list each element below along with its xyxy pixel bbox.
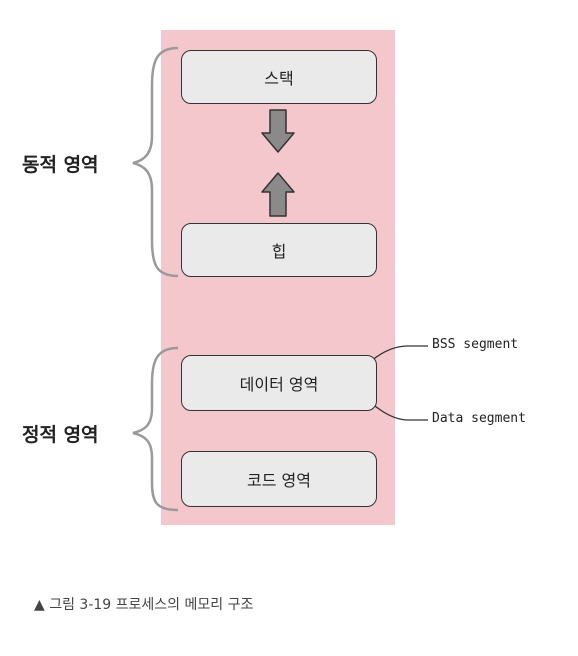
code-area-label: 코드 영역 xyxy=(247,471,311,490)
static-area-label: 정적 영역 xyxy=(22,424,99,446)
heap-label: 힙 xyxy=(271,242,287,261)
static-brace xyxy=(132,346,179,512)
figure-caption: ▲ 그림 3-19 프로세스의 메모리 구조 xyxy=(34,597,254,613)
data-area-label: 데이터 영역 xyxy=(239,375,319,394)
down-arrow-icon xyxy=(261,109,295,153)
dynamic-brace xyxy=(132,46,179,278)
code-area-box: 코드 영역 xyxy=(181,451,377,507)
heap-box: 힙 xyxy=(181,223,377,277)
data-area-box: 데이터 영역 xyxy=(181,355,377,411)
stack-box: 스택 xyxy=(181,50,377,104)
bss-segment-label: BSS segment xyxy=(432,337,519,352)
bss-leader-line xyxy=(369,345,428,363)
up-arrow-icon xyxy=(261,172,295,217)
data-segment-label: Data segment xyxy=(432,411,526,426)
data-segment-leader-line xyxy=(369,401,428,421)
dynamic-area-label: 동적 영역 xyxy=(22,154,99,176)
stack-label: 스택 xyxy=(264,69,294,88)
